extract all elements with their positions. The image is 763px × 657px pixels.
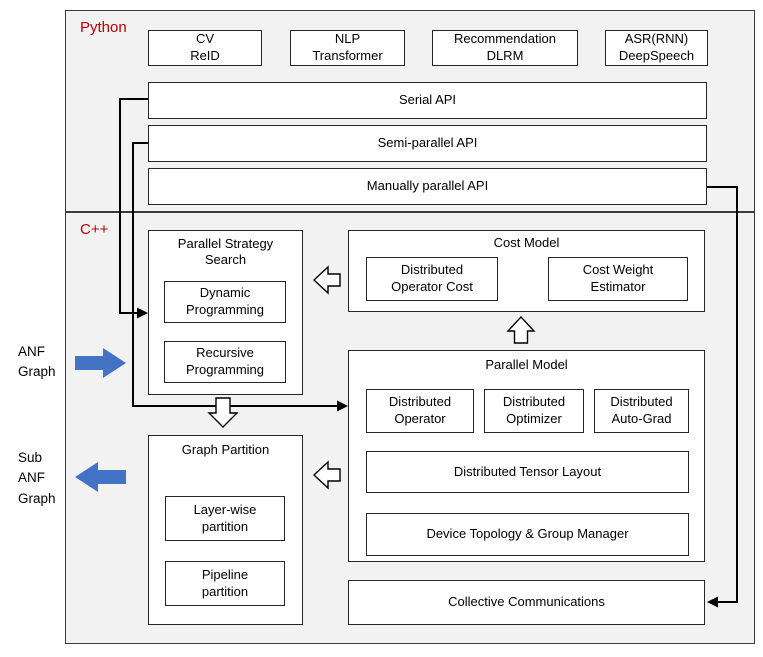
cpp-section-label: C++ — [80, 221, 109, 238]
graph-partition-title: Graph Partition — [181, 442, 270, 457]
api-box-semi-parallel: Semi-parallel API — [148, 125, 707, 162]
distributed-tensor-layout-box: Distributed Tensor Layout — [366, 451, 689, 493]
parallel-strategy-search-group: Parallel Strategy Search Dynamic Program… — [148, 230, 303, 395]
cost-weight-estimator-box: Cost Weight Estimator — [548, 257, 688, 301]
dynamic-programming-box: Dynamic Programming — [164, 281, 286, 323]
api-box-serial: Serial API — [148, 82, 707, 119]
distributed-operator-box: Distributed Operator — [366, 389, 474, 433]
python-section-label: Python — [80, 19, 127, 36]
graph-partition-group: Graph Partition Layer-wise partition Pip… — [148, 435, 303, 625]
parallel-model-title: Parallel Model — [485, 357, 568, 372]
layer-wise-partition-box: Layer-wise partition — [165, 496, 285, 541]
app-box-nlp-transformer: NLP Transformer — [290, 30, 405, 66]
api-box-manually-parallel: Manually parallel API — [148, 168, 707, 205]
distributed-auto-grad-box: Distributed Auto-Grad — [594, 389, 689, 433]
anf-graph-label: ANF Graph — [18, 344, 56, 380]
recursive-programming-box: Recursive Programming — [164, 341, 286, 383]
parallel-strategy-search-title: Parallel Strategy Search — [177, 236, 274, 268]
cost-model-title: Cost Model — [493, 235, 560, 250]
cost-model-group: Cost Model Distributed Operator Cost Cos… — [348, 230, 705, 312]
app-box-recommendation-dlrm: Recommendation DLRM — [432, 30, 578, 66]
sub-anf-graph-label: Sub ANF Graph — [18, 450, 56, 506]
app-box-cv-reid: CV ReID — [148, 30, 262, 66]
device-topology-group-manager-box: Device Topology & Group Manager — [366, 513, 689, 556]
parallel-model-group: Parallel Model Distributed Operator Dist… — [348, 350, 705, 562]
distributed-operator-cost-box: Distributed Operator Cost — [366, 257, 498, 301]
collective-communications-box: Collective Communications — [348, 580, 705, 625]
app-box-asr-deepspeech: ASR(RNN) DeepSpeech — [605, 30, 708, 66]
pipeline-partition-box: Pipeline partition — [165, 561, 285, 606]
distributed-optimizer-box: Distributed Optimizer — [484, 389, 584, 433]
